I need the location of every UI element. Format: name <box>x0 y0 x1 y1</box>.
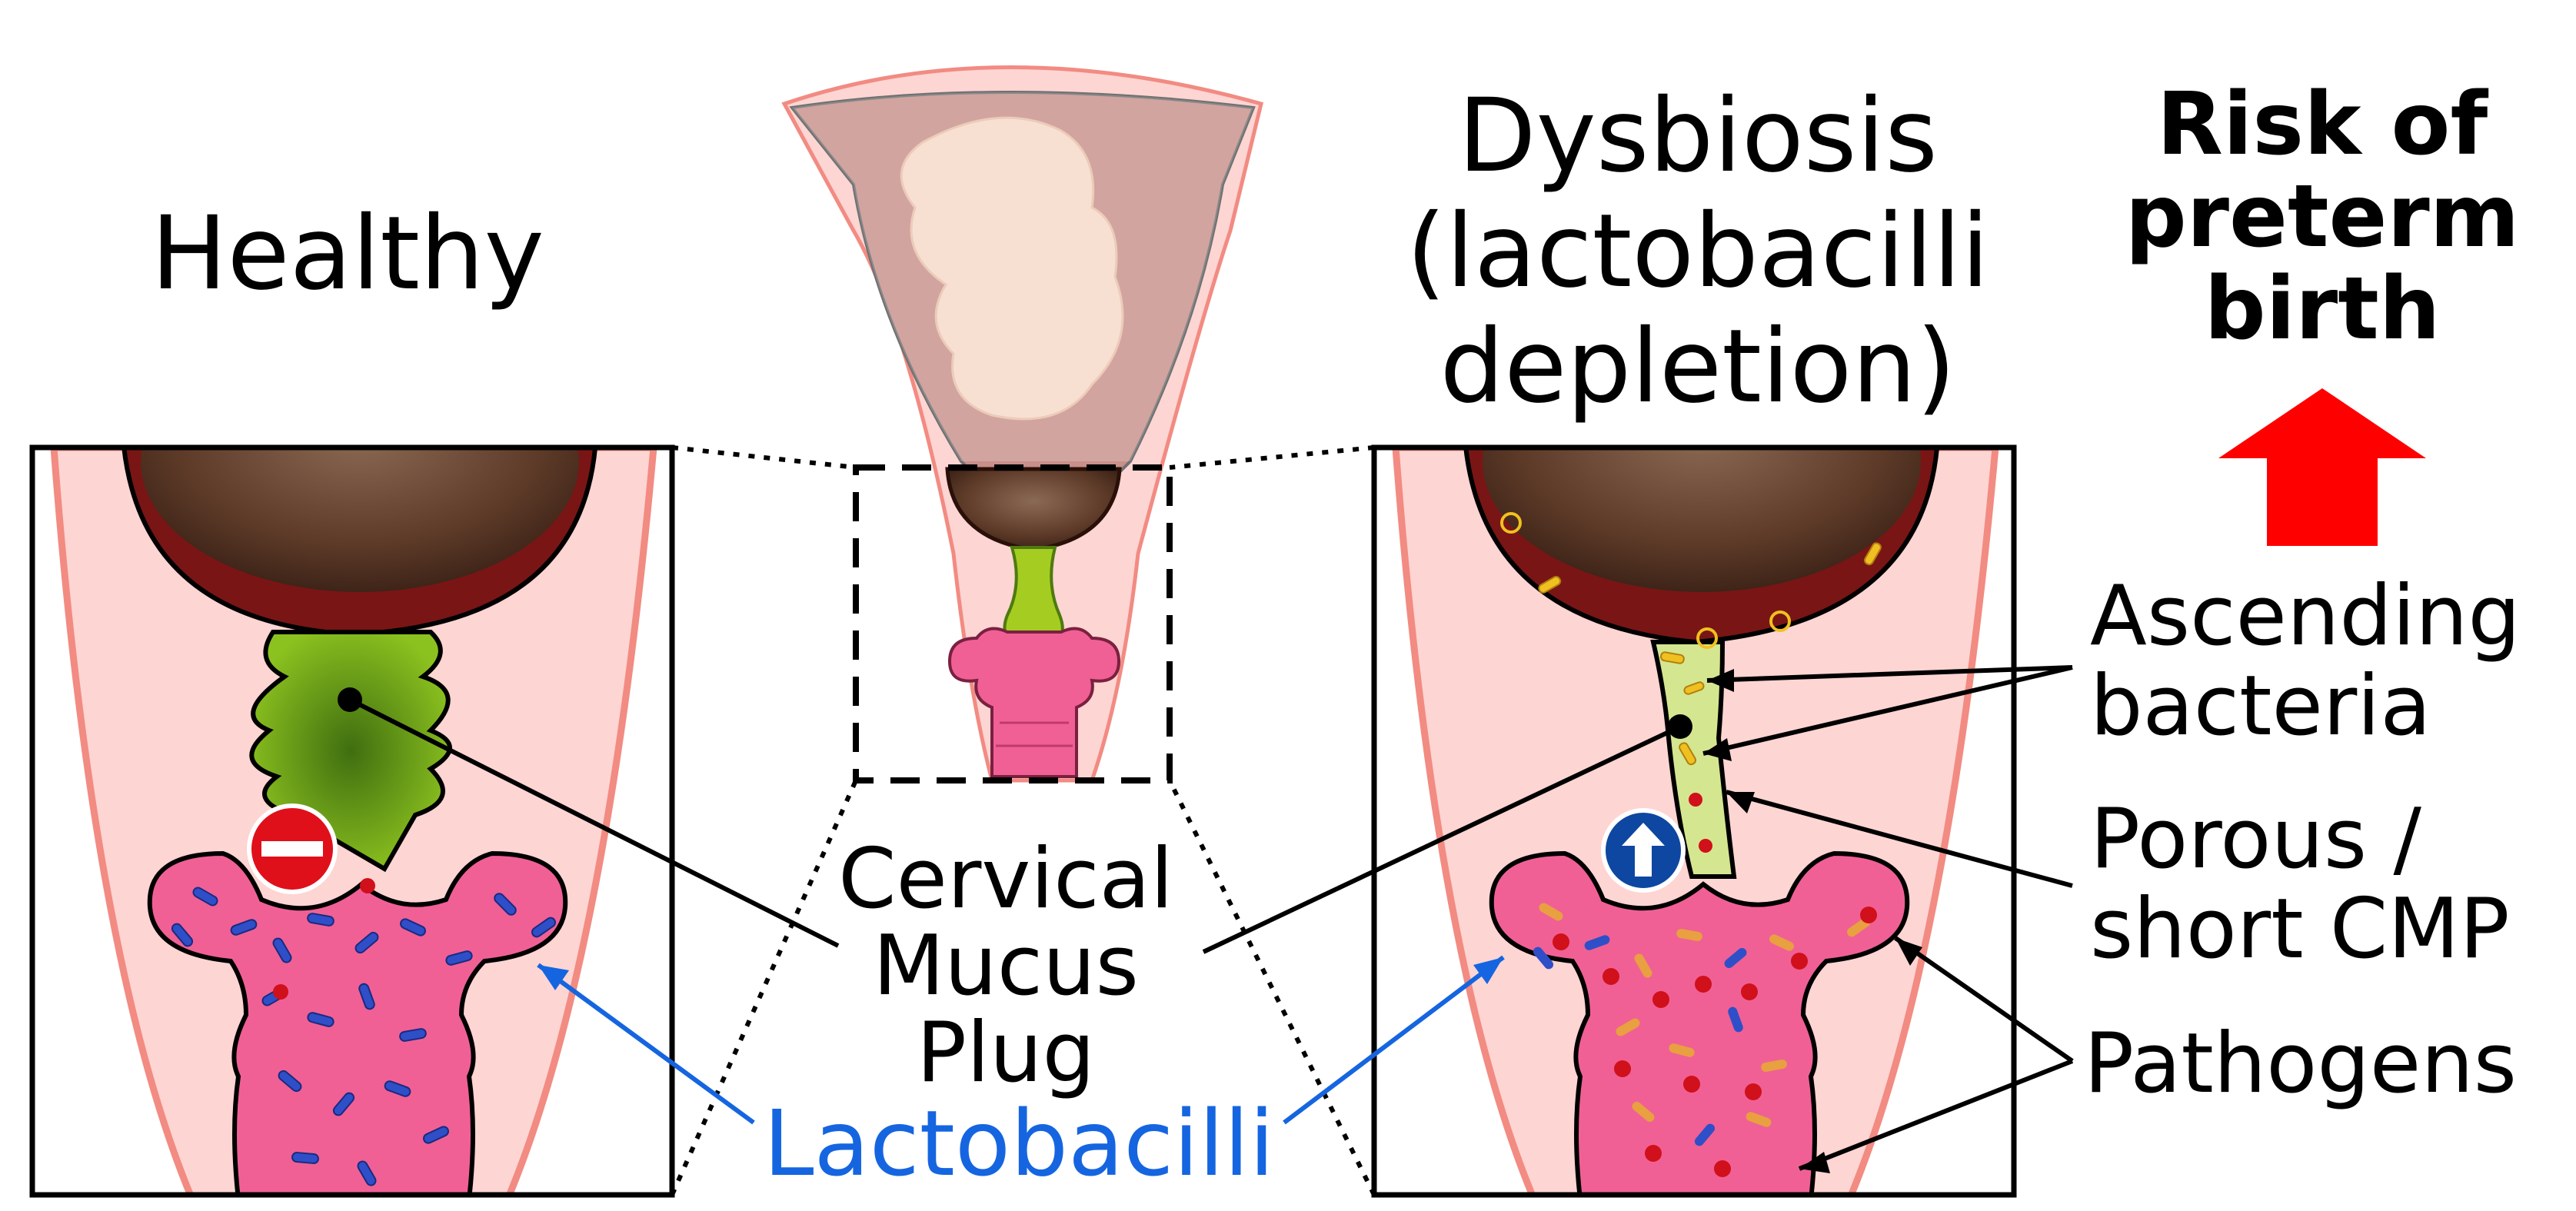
zoom-connectors <box>670 445 1376 1196</box>
healthy-panel <box>29 444 675 1198</box>
svg-text:Dysbiosis: Dysbiosis <box>1458 77 1938 195</box>
label-porous: Porous / short CMP <box>2090 791 2510 977</box>
ascending-bacteria <box>1538 542 1882 766</box>
fetus <box>900 116 1124 421</box>
pointer-lines <box>348 665 2074 1171</box>
bacteria-mixed-right <box>1533 903 1871 1146</box>
svg-text:Plug: Plug <box>917 1005 1095 1101</box>
dysbiosis-panel <box>1371 444 2017 1198</box>
svg-text:Mucus: Mucus <box>873 918 1139 1014</box>
label-lactobacilli: Lactobacilli <box>764 1090 1275 1196</box>
svg-text:Cervical: Cervical <box>838 831 1173 927</box>
title-healthy: Healthy <box>151 195 544 313</box>
up-arrow-icon <box>1601 808 1686 893</box>
svg-text:(lactobacilli: (lactobacilli <box>1406 192 1989 311</box>
lactobacilli-arrows <box>537 955 1505 1125</box>
svg-text:bacteria: bacteria <box>2090 658 2431 754</box>
title-dysbiosis: Dysbiosis (lactobacilli depletion) <box>1406 77 1989 426</box>
title-risk: Risk of preterm birth <box>2125 75 2520 359</box>
no-entry-icon <box>247 803 338 894</box>
cervix-left <box>147 850 568 1195</box>
svg-text:Ascending: Ascending <box>2090 568 2521 664</box>
red-up-arrow-icon <box>2218 388 2426 546</box>
svg-text:short CMP: short CMP <box>2090 881 2510 977</box>
pathogens-right <box>1553 793 1877 1177</box>
svg-text:birth: birth <box>2204 259 2440 359</box>
svg-text:preterm: preterm <box>2125 167 2520 267</box>
svg-text:depletion): depletion) <box>1439 308 1955 426</box>
cervix-small <box>947 627 1121 778</box>
uterus-illustration <box>781 65 1263 783</box>
zoom-box <box>853 464 1173 783</box>
label-ascending: Ascending bacteria <box>2090 568 2521 754</box>
label-cmp: Cervical Mucus Plug <box>838 831 1173 1101</box>
pointer-arrowheads <box>1703 669 1922 1173</box>
svg-text:Risk of: Risk of <box>2157 75 2489 175</box>
label-pathogens: Pathogens <box>2084 1016 2517 1112</box>
svg-text:Porous /: Porous / <box>2090 791 2422 887</box>
lactobacilli-cluster-left <box>171 887 557 1186</box>
